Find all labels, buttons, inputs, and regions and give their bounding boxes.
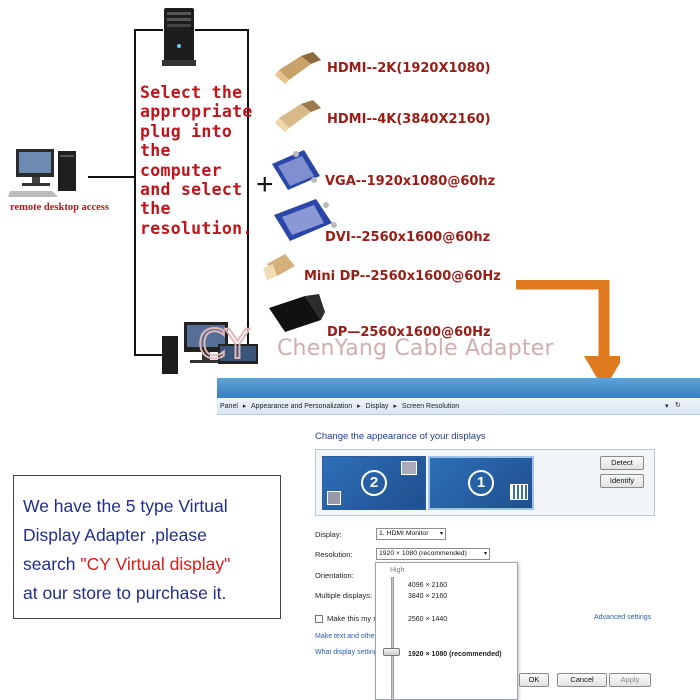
resolution-slider-track[interactable] xyxy=(391,577,394,700)
remote-computer-icon xyxy=(8,149,76,197)
window-title-bar xyxy=(217,378,700,398)
cancel-button[interactable]: Cancel xyxy=(557,673,607,687)
promo-search-prefix: search xyxy=(23,554,81,574)
monitor-icon xyxy=(401,461,417,475)
screen-resolution-window: Panel ▸ Appearance and Personalization ▸… xyxy=(217,378,700,700)
promo-line: Display Adapter ,please xyxy=(23,525,207,545)
monitor-arrangement: 2 1 Detect Identify xyxy=(315,449,655,516)
ok-button[interactable]: OK xyxy=(519,673,549,687)
address-bar[interactable]: Panel ▸ Appearance and Personalization ▸… xyxy=(217,398,700,415)
promo-line-search: search "CY Virtual display" xyxy=(23,550,271,579)
instruction-line: computer xyxy=(140,160,222,180)
display-select-value: 1. HDMI Monitor xyxy=(379,530,429,537)
connector-line-left xyxy=(134,29,136,355)
promo-box: We have the 5 type Virtual Display Adapt… xyxy=(13,475,281,619)
identify-button[interactable]: Identify xyxy=(600,474,644,488)
breadcrumb-appearance[interactable]: Appearance and Personalization xyxy=(250,403,353,410)
resolution-select-value: 1920 × 1080 (recommended) xyxy=(379,550,467,557)
make-text-link[interactable]: Make text and other xyxy=(315,633,377,640)
dp-plug-icon xyxy=(269,294,325,332)
monitor-2[interactable]: 2 xyxy=(322,456,426,510)
make-main-display-label: Make this my ma xyxy=(327,614,384,623)
resolution-select[interactable]: 1920 × 1080 (recommended) ▾ xyxy=(376,548,490,560)
resolution-option[interactable]: 2560 × 1440 xyxy=(408,616,448,623)
instruction-line: the xyxy=(140,141,171,161)
advanced-settings-link[interactable]: Advanced settings xyxy=(594,614,652,621)
keypad-icon xyxy=(510,484,528,500)
monitor-number: 1 xyxy=(468,470,494,496)
chevron-down-icon[interactable]: ▾ xyxy=(665,403,669,410)
what-display-settings-link[interactable]: What display setting xyxy=(315,649,378,656)
plug-label-hdmi-2k: HDMI--2K(1920X1080) xyxy=(327,61,491,76)
detect-button[interactable]: Detect xyxy=(600,456,644,470)
instruction-line: and select xyxy=(140,180,243,200)
plug-label-mini-dp: Mini DP--2560x1600@60Hz xyxy=(304,269,501,284)
instruction-line: the xyxy=(140,199,171,219)
display-label: Display: xyxy=(315,530,342,539)
promo-search-term: "CY Virtual display" xyxy=(80,554,231,574)
resolution-option[interactable]: 3840 × 2160 xyxy=(408,593,448,600)
monitor-icon xyxy=(327,491,341,505)
local-computer-icon xyxy=(162,322,258,374)
instruction-line: appropriate xyxy=(140,102,253,122)
vga-plug-icon xyxy=(272,150,320,190)
plug-label-hdmi-4k: HDMI--4K(3840X2160) xyxy=(327,112,491,127)
dvi-plug-icon xyxy=(274,199,337,241)
plus-sign: + xyxy=(256,168,274,201)
connector-line-remote xyxy=(88,176,135,178)
breadcrumb-panel[interactable]: Panel xyxy=(220,403,238,410)
breadcrumb-separator: ▸ xyxy=(393,403,397,410)
connector-line-top-right xyxy=(195,29,249,31)
apply-button[interactable]: Apply xyxy=(609,673,651,687)
plug-label-dp: DP—2560x1600@60Hz xyxy=(327,325,491,340)
watermark-text: ChenYang Cable Adapter xyxy=(277,336,554,361)
plug-label-dvi: DVI--2560x1600@60hz xyxy=(325,230,491,245)
resolution-label: Resolution: xyxy=(315,550,353,559)
connector-line-top xyxy=(134,29,163,31)
breadcrumb-separator: ▸ xyxy=(357,403,361,410)
orange-arrow-icon xyxy=(516,280,620,390)
resolution-option-selected[interactable]: 1920 × 1080 (recommended) xyxy=(408,651,502,658)
make-main-display-checkbox[interactable] xyxy=(315,615,323,623)
instruction-line: plug into xyxy=(140,121,233,141)
hdmi-2k-plug-icon xyxy=(275,52,321,84)
chenyang-logo-icon: CY xyxy=(197,321,251,368)
resolution-option[interactable]: 4096 × 2160 xyxy=(408,582,448,589)
resolution-slider-thumb[interactable] xyxy=(383,648,400,656)
watermark-logo-text: CY xyxy=(198,322,250,368)
connector-line-bottom xyxy=(134,354,164,356)
display-select[interactable]: 1. HDMI Monitor ▾ xyxy=(376,528,446,540)
breadcrumb-screen-resolution[interactable]: Screen Resolution xyxy=(401,403,460,410)
refresh-icon[interactable]: ↻ xyxy=(675,402,681,409)
page-title: Change the appearance of your displays xyxy=(315,431,486,442)
multiple-displays-label: Multiple displays: xyxy=(315,591,373,600)
plug-label-vga: VGA--1920x1080@60hz xyxy=(325,174,496,189)
promo-line: We have the 5 type Virtual xyxy=(23,496,228,516)
chevron-down-icon: ▾ xyxy=(483,551,487,557)
monitor-number: 2 xyxy=(361,470,387,496)
desktop-tower-icon xyxy=(162,8,196,66)
monitor-1[interactable]: 1 xyxy=(428,456,534,510)
promo-line: at our store to purchase it. xyxy=(23,583,227,603)
hdmi-4k-plug-icon xyxy=(275,100,321,132)
mini-dp-plug-icon xyxy=(263,254,295,280)
connector-line-right xyxy=(247,29,249,349)
instruction-line: Select the xyxy=(140,83,243,102)
remote-desktop-label: remote desktop access xyxy=(10,202,109,213)
breadcrumb-separator: ▸ xyxy=(242,403,247,410)
chevron-down-icon: ▾ xyxy=(439,531,443,537)
instruction-text: Select the appropriate plug into the com… xyxy=(140,83,260,238)
slider-high-label: High xyxy=(390,567,405,574)
orientation-label: Orientation: xyxy=(315,571,354,580)
resolution-dropdown[interactable]: High 4096 × 2160 3840 × 2160 2560 × 1440… xyxy=(375,562,518,700)
breadcrumb-display[interactable]: Display xyxy=(365,403,389,410)
instruction-line: resolution. xyxy=(140,218,253,238)
